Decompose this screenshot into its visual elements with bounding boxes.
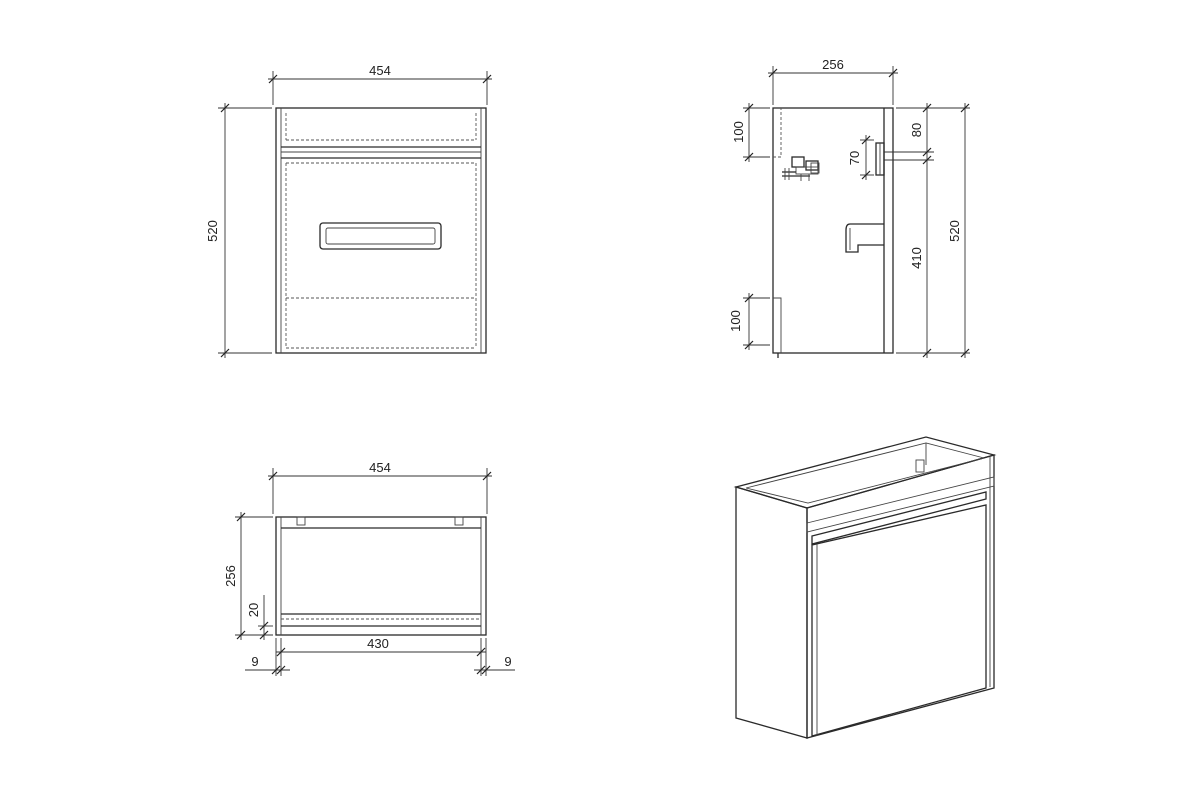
left-panel-label: 9 [251,654,258,669]
top-depth-dimension: 256 [223,512,273,640]
bracket-height-label: 70 [847,151,862,165]
base-thickness-label: 20 [246,603,261,617]
bracket-dimension: 70 [847,135,874,180]
front-view: 454 520 [205,63,492,358]
bottom-cutout-label: 100 [728,310,743,332]
drain-fitting [782,156,820,181]
bottom-cutout-dimension: 100 [728,293,770,350]
inner-width-dimension: 430 [276,636,486,676]
side-height-label: 520 [947,220,962,242]
top-view: 454 256 20 430 [223,460,515,676]
drawer-handle [319,222,442,250]
top-depth-label: 256 [223,565,238,587]
base-thickness-dimension: 20 [246,595,273,640]
top-width-label: 454 [369,460,391,475]
wall-bracket [875,142,885,176]
front-height-label: 520 [205,220,220,242]
side-depth-label: 256 [822,57,844,72]
top-width-dimension: 454 [268,460,492,514]
side-view: 256 100 100 70 [728,57,970,358]
side-depth-dimension: 256 [768,57,898,105]
handle-profile [845,223,884,253]
top-offset-label: 80 [909,123,924,137]
top-cutout-label: 100 [731,121,746,143]
lower-height-label: 410 [909,247,924,269]
inner-width-label: 430 [367,636,389,651]
side-right-dimensions: 80 410 520 [884,103,970,358]
front-height-dimension: 520 [205,103,272,358]
front-width-dimension: 454 [268,63,492,105]
right-panel-label: 9 [504,654,511,669]
front-width-label: 454 [369,63,391,78]
top-cutout-dimension: 100 [731,103,770,162]
isometric-view [733,436,997,739]
panel-thickness-dimensions: 9 9 [245,638,515,676]
